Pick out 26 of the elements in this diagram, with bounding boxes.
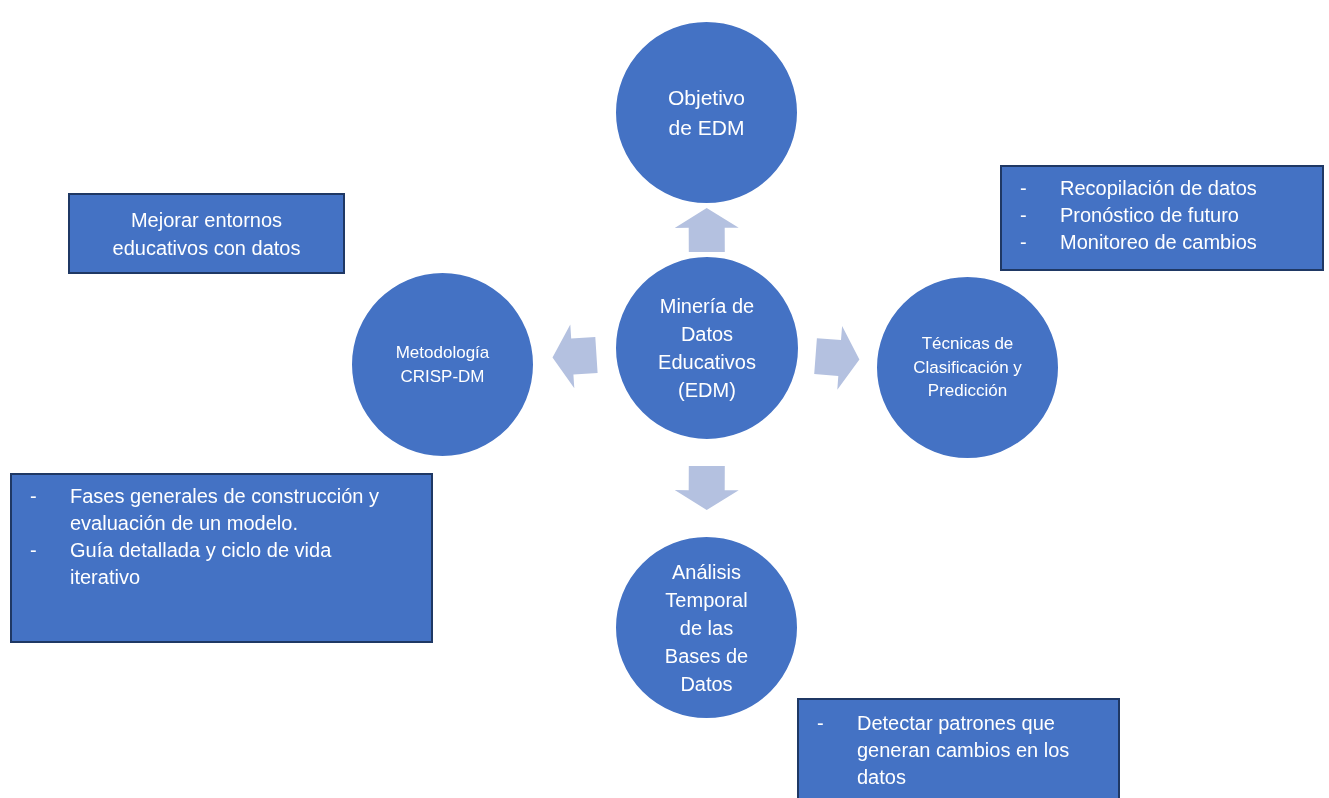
list-item-text: Detectar patrones que generan cambios en los datos xyxy=(857,711,1071,790)
block-arrow xyxy=(674,466,739,510)
node-label: Análisis Temporal de las Bases de Datos xyxy=(663,559,750,697)
block-arrow xyxy=(814,326,860,390)
bullet-dash: - xyxy=(817,711,825,736)
block-arrow xyxy=(552,324,598,389)
bullet-dash: - xyxy=(30,484,38,509)
bullet-dash: - xyxy=(1020,176,1028,201)
node-label: Minería de Datos Educativos (EDM) xyxy=(657,294,757,403)
list-item-text: Pronóstico de futuro xyxy=(1060,203,1240,228)
list-item-text: Guía detallada y ciclo de vida iterativo xyxy=(70,538,333,590)
node-label: Técnicas de Clasificación y Predicción xyxy=(912,332,1023,403)
list-item-text: Monitoreo de cambios xyxy=(1060,230,1258,255)
text-box xyxy=(68,193,345,274)
bullet-dash: - xyxy=(30,538,38,563)
list-item-text: Recopilación de datos xyxy=(1060,176,1258,201)
block-arrow xyxy=(674,208,739,252)
node-label: Objetivo de EDM xyxy=(666,85,746,141)
list-item-text: Fases generales de construcción y evaluación de un modelo. xyxy=(70,484,381,536)
bullet-dash: - xyxy=(1020,230,1028,255)
bullet-list-box xyxy=(10,473,433,643)
box-text: Mejorar entornos educativos con datos xyxy=(111,207,302,261)
bullet-list-box xyxy=(797,698,1120,798)
bullet-list-box xyxy=(1000,165,1324,271)
node-label: Metodología CRISP-DM xyxy=(394,341,491,388)
bullet-dash: - xyxy=(1020,203,1028,228)
